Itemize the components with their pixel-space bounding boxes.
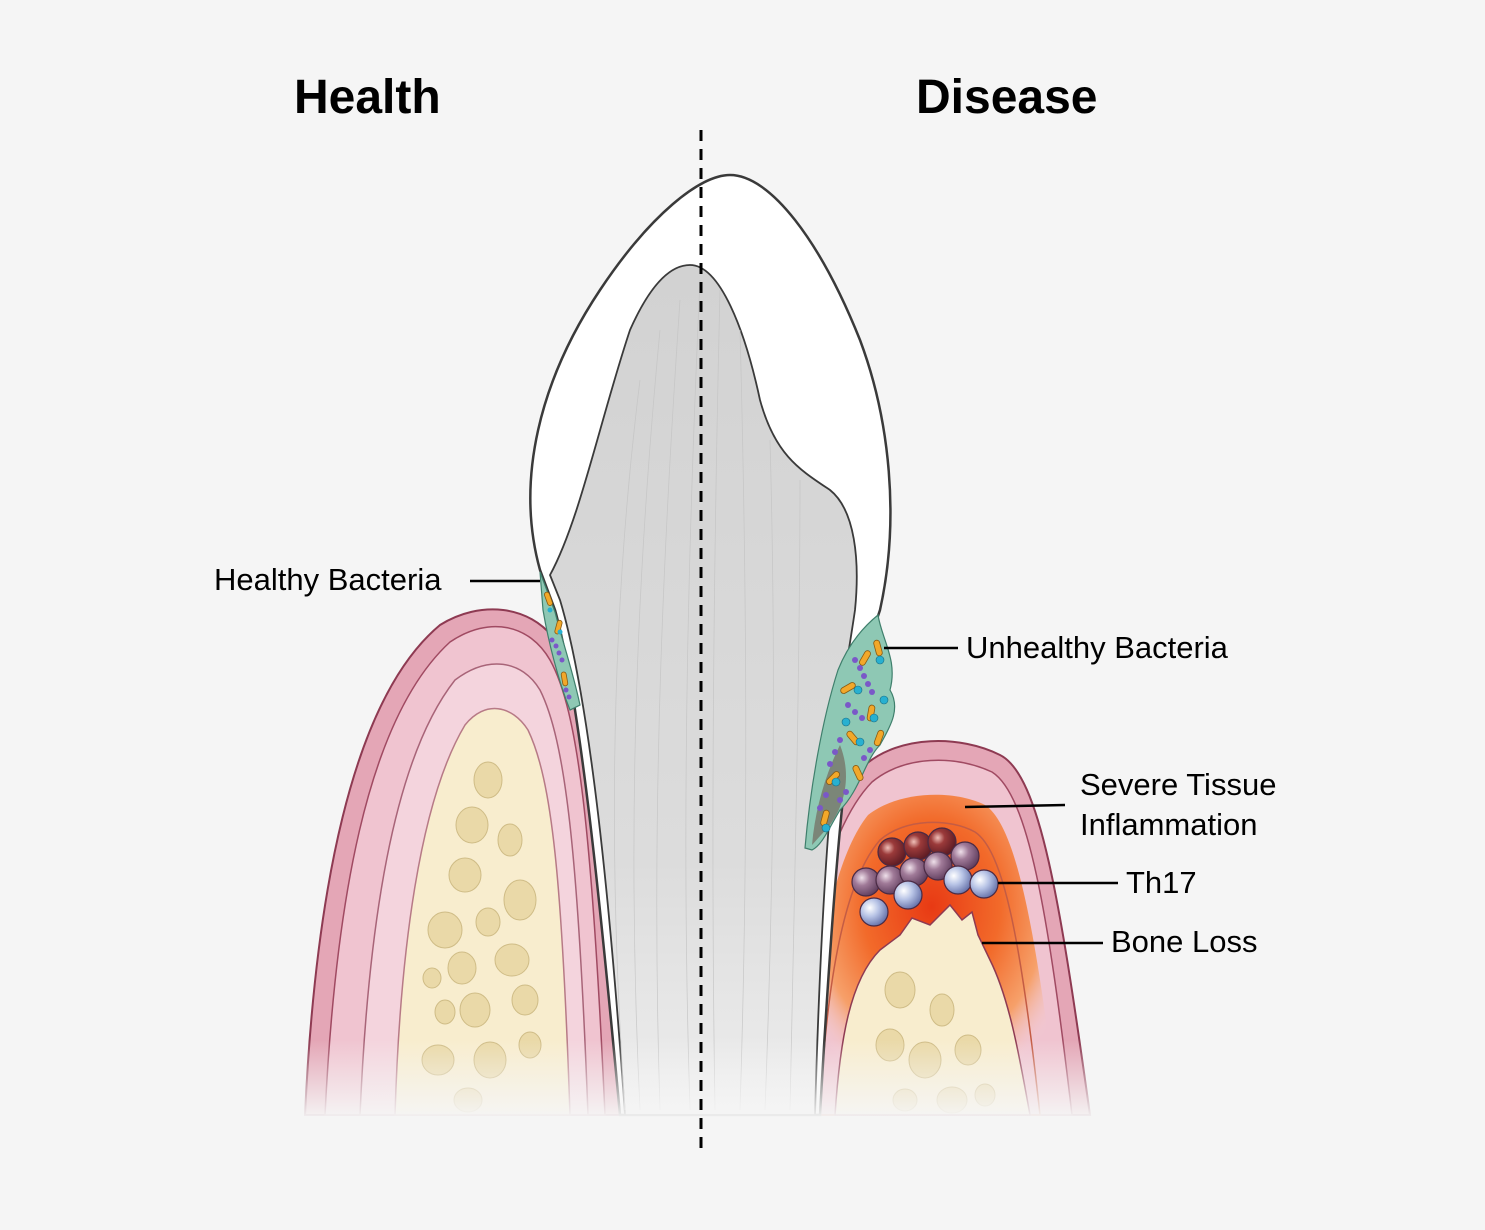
bone-loss-label: Bone Loss xyxy=(1111,924,1258,959)
health-heading: Health xyxy=(294,71,441,124)
healthy-bacteria-biofilm xyxy=(539,571,581,711)
severe-inflammation-label-line1: Severe Tissue xyxy=(1080,767,1277,802)
unhealthy-bacteria-label: Unhealthy Bacteria xyxy=(966,630,1228,665)
severe-inflammation-label-line2: Inflammation xyxy=(1080,807,1258,842)
th17-cells xyxy=(851,827,999,927)
disease-heading: Disease xyxy=(916,71,1098,124)
leader-lines xyxy=(470,579,1118,945)
tooth xyxy=(529,173,892,1117)
th17-label: Th17 xyxy=(1126,865,1197,900)
healthy-bacteria-label: Healthy Bacteria xyxy=(214,562,442,597)
unhealthy-bacteria-biofilm xyxy=(804,613,896,851)
